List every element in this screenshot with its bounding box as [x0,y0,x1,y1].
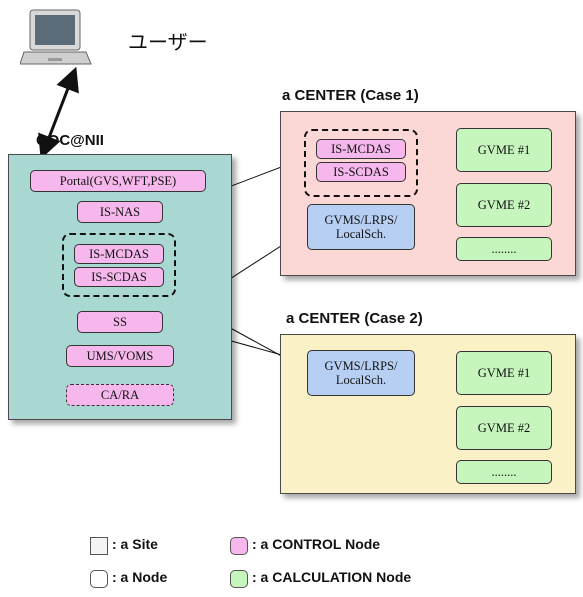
portal-node[interactable]: Portal(GVS,WFT,PSE) [30,170,206,192]
case2-gvme2-node[interactable]: GVME #2 [456,406,552,450]
legend-control-label: : a CONTROL Node [252,536,381,552]
cara-node[interactable]: CA/RA [66,384,174,406]
ums-node[interactable]: UMS/VOMS [66,345,174,367]
case2-title: a CENTER (Case 2) [286,310,423,327]
legend-node-label: : a Node [112,569,168,585]
legend-site-swatch [90,537,108,555]
goc-ismcdas-node[interactable]: IS-MCDAS [74,244,164,264]
legend-site-label: : a Site [112,536,158,552]
goc-isscdas-node[interactable]: IS-SCDAS [74,267,164,287]
user-label: ユーザー [128,30,208,54]
case1-more-node[interactable]: ........ [456,237,552,261]
case1-gvme2-node[interactable]: GVME #2 [456,183,552,227]
case2-gvme1-node[interactable]: GVME #1 [456,351,552,395]
goc-site [8,154,232,420]
goc-is-group [62,233,176,297]
ss-node[interactable]: SS [77,311,163,333]
case1-title: a CENTER (Case 1) [282,87,419,104]
laptop-icon [19,8,92,70]
legend-node-swatch [90,570,108,588]
case1-gvms-node[interactable]: GVMS/LRPS/ LocalSch. [307,204,415,250]
case1-gvme1-node[interactable]: GVME #1 [456,128,552,172]
case1-isscdas-node[interactable]: IS-SCDAS [316,162,406,182]
legend-calc-swatch [230,570,248,588]
isnas-node[interactable]: IS-NAS [77,201,163,223]
case2-more-node[interactable]: ........ [456,460,552,484]
legend-control-swatch [230,537,248,555]
legend-calc-label: : a CALCULATION Node [252,569,412,585]
case2-gvms-node[interactable]: GVMS/LRPS/ LocalSch. [307,350,415,396]
goc-title: GOC@NII [36,132,104,149]
case1-is-group [304,129,418,197]
case1-ismcdas-node[interactable]: IS-MCDAS [316,139,406,159]
